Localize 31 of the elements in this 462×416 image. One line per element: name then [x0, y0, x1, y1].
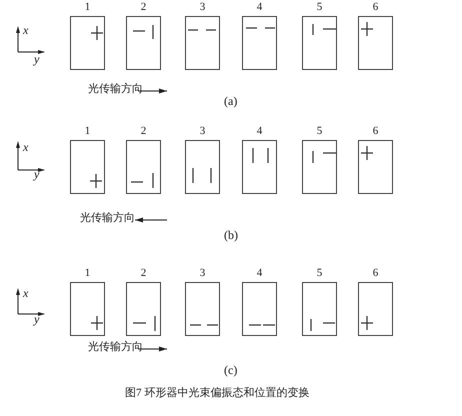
box-number: 3: [200, 1, 206, 14]
caption: 图7 环形器中光束偏振态和位置的变换: [125, 388, 310, 399]
axis-label: y: [34, 313, 40, 325]
direction-text: 光传输方向: [88, 342, 143, 353]
subfigure-label: (b): [224, 229, 238, 241]
box-number: 6: [372, 125, 378, 138]
box-number: 1: [84, 125, 90, 138]
box-number: 5: [316, 1, 322, 14]
box-number: 6: [372, 267, 378, 280]
box-number: 5: [316, 125, 322, 138]
box-number: 4: [256, 125, 262, 138]
box-number: 1: [84, 267, 90, 280]
axis-label: x: [23, 287, 28, 299]
direction-text: 光传输方向: [88, 84, 143, 95]
subfigure-label: (a): [224, 95, 238, 107]
direction-text: 光传输方向: [80, 213, 135, 224]
subfigure-label: (c): [224, 364, 238, 376]
box-number: 2: [140, 267, 146, 280]
box-number: 5: [316, 267, 322, 280]
box-number: 4: [256, 267, 262, 280]
box-number: 3: [200, 267, 206, 280]
box-number: 4: [256, 1, 262, 14]
box-number: 2: [140, 125, 146, 138]
box-number: 3: [200, 125, 206, 138]
box-number: 1: [84, 1, 90, 14]
axis-label: y: [34, 168, 40, 180]
axis-label: y: [34, 53, 40, 65]
box-number: 6: [372, 1, 378, 14]
box-number: 2: [140, 1, 146, 14]
axis-label: x: [23, 141, 28, 153]
axis-label: x: [23, 24, 28, 36]
